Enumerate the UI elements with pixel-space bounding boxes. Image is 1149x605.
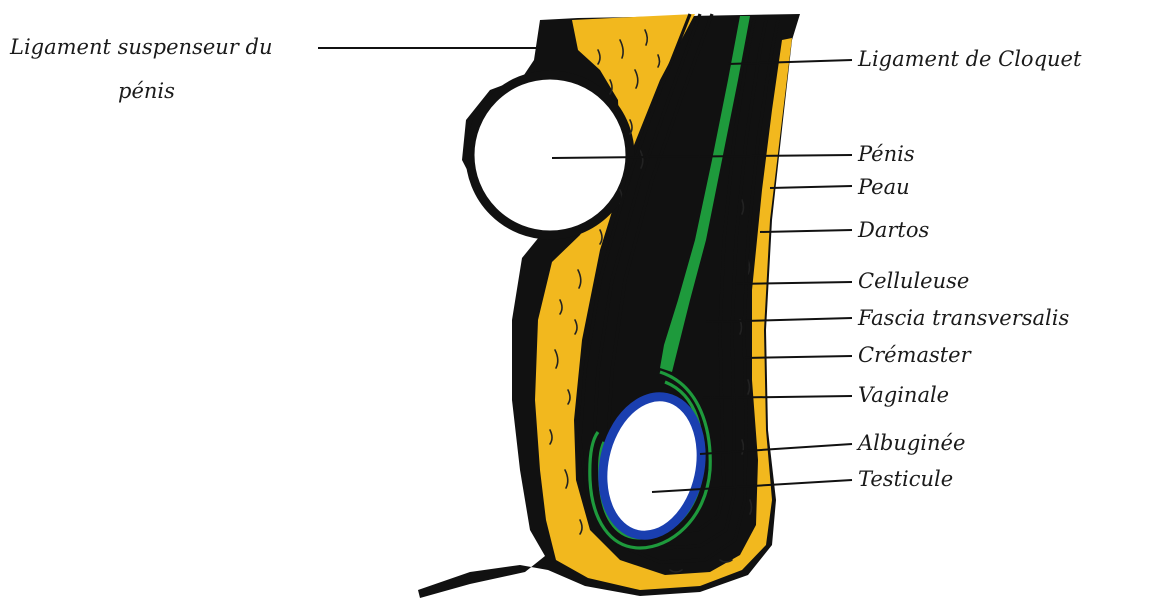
label-testicule: Testicule (858, 467, 953, 491)
label-fascia-transversalis: Fascia transversalis (857, 306, 1069, 330)
label-ligament-cloquet: Ligament de Cloquet (857, 47, 1082, 71)
leader-dartos (760, 230, 852, 232)
label-albuginee: Albuginée (856, 431, 965, 455)
label-ligament-suspenseur-1: Ligament suspenseur du (9, 35, 273, 59)
penis-circle (470, 75, 630, 235)
label-vaginale: Vaginale (858, 383, 949, 407)
label-dartos: Dartos (857, 218, 929, 242)
label-penis: Pénis (857, 142, 915, 166)
label-peau: Peau (857, 175, 910, 199)
label-cremaster: Crémaster (858, 343, 973, 367)
label-celluleuse: Celluleuse (858, 269, 969, 293)
label-ligament-suspenseur-2: pénis (118, 79, 175, 103)
leader-peau (770, 186, 852, 188)
